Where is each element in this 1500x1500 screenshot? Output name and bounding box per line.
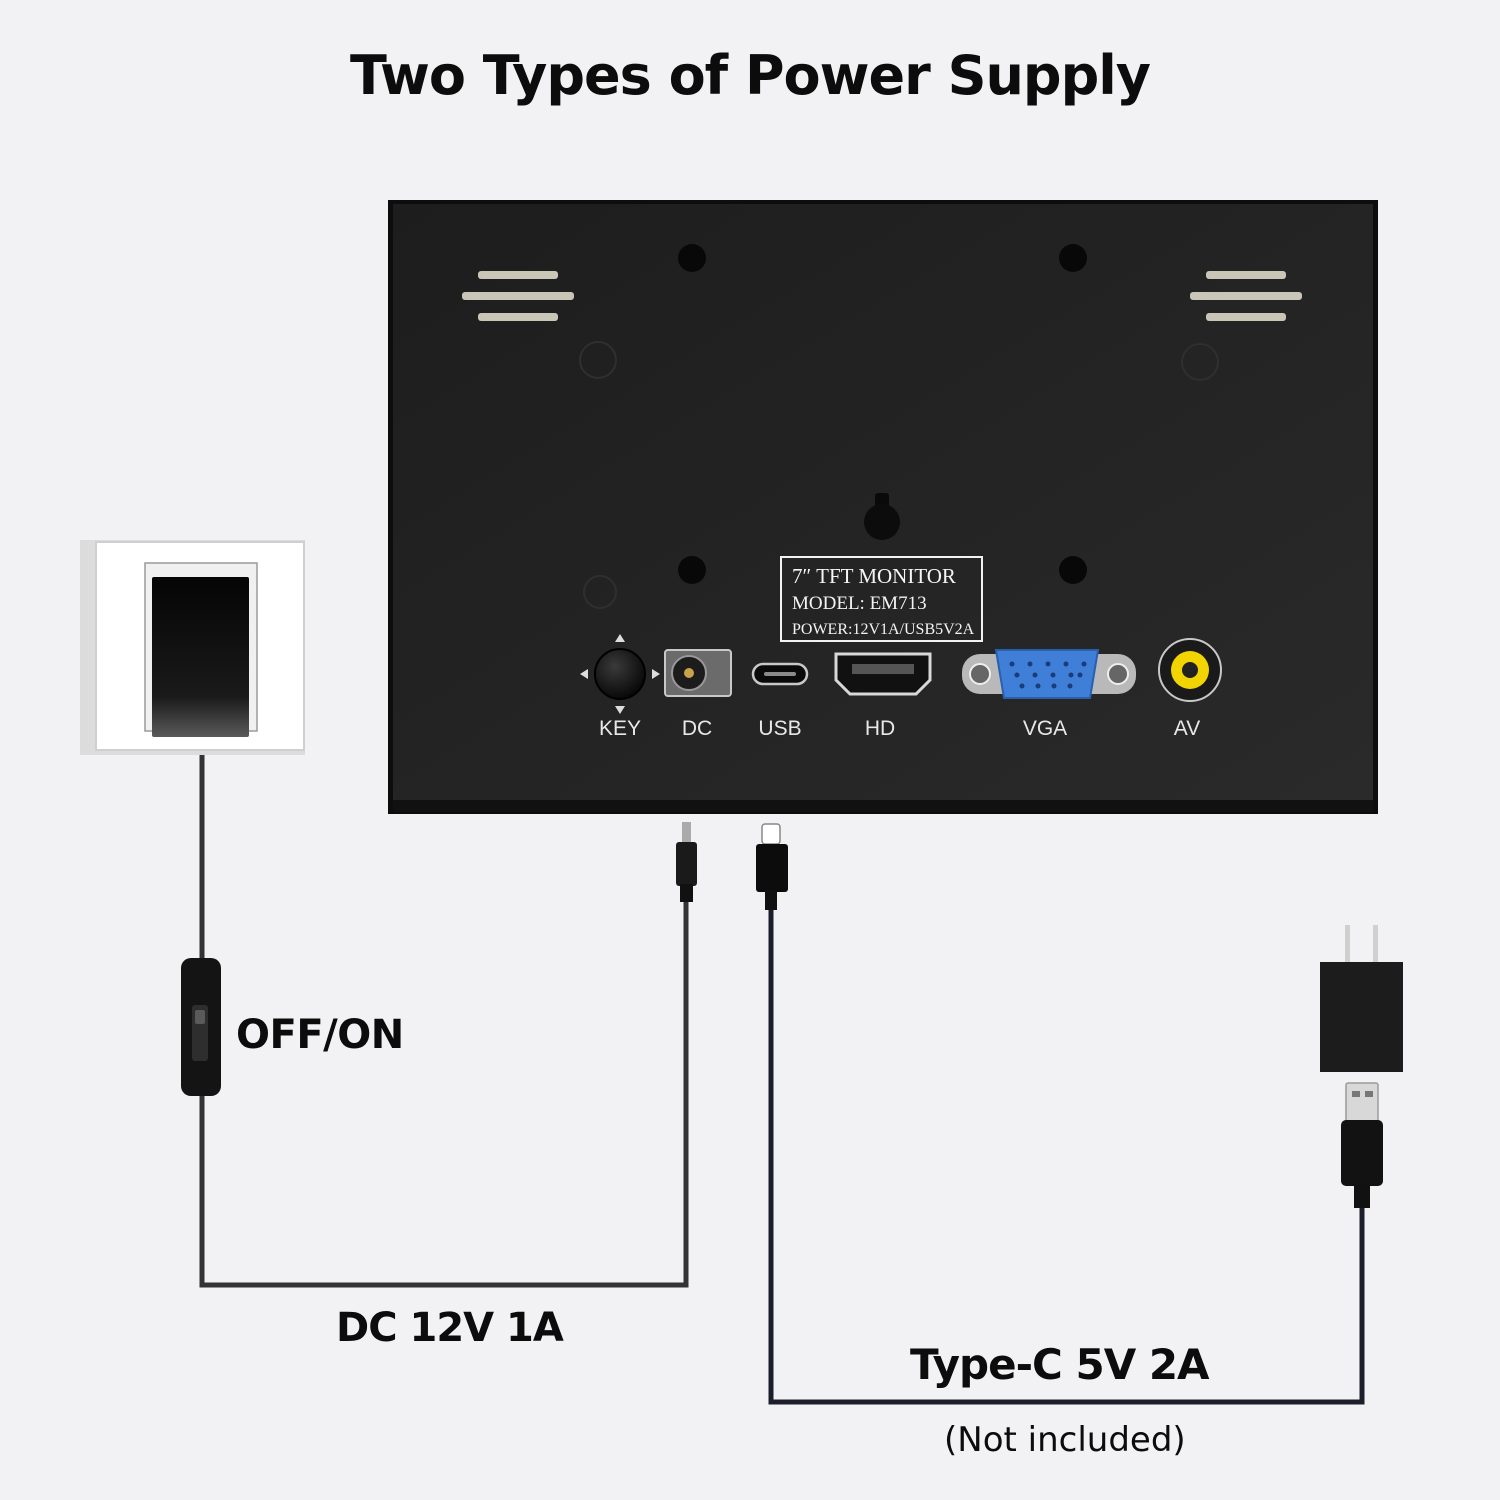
label-line-2: MODEL: EM713 xyxy=(792,593,927,614)
rocker-switch-icon xyxy=(181,958,221,1096)
dc-supply-label: DC 12V 1A xyxy=(336,1305,564,1351)
typec-cable xyxy=(768,908,1365,1405)
hdmi-port xyxy=(834,652,932,696)
usb-a-plug-icon xyxy=(1341,1082,1383,1208)
screw-holes xyxy=(678,244,1087,584)
dc-jack-port xyxy=(664,649,732,697)
usb-c-port xyxy=(751,662,809,686)
port-label-usb: USB xyxy=(758,717,801,740)
key-joystick xyxy=(580,634,660,714)
typec-supply-label: Type-C 5V 2A xyxy=(910,1340,1210,1389)
monitor-back-panel: 7″ TFT MONITOR MODEL: EM713 POWER:12V1A/… xyxy=(388,200,1378,814)
model-label-plate: 7″ TFT MONITOR MODEL: EM713 POWER:12V1A/… xyxy=(780,556,983,642)
port-label-dc: DC xyxy=(682,717,712,740)
cables xyxy=(199,738,1365,1405)
port-label-av: AV xyxy=(1174,717,1200,740)
wall-socket-icon xyxy=(80,540,305,755)
vent-right xyxy=(1190,271,1302,321)
port-label-key: KEY xyxy=(599,717,641,740)
label-line-1: 7″ TFT MONITOR xyxy=(792,564,956,588)
center-knob xyxy=(864,493,900,540)
hex-marks xyxy=(579,341,1219,609)
power-adapter-icon xyxy=(1320,925,1403,1072)
vent-left xyxy=(462,271,574,321)
port-label-hd: HD xyxy=(865,717,895,740)
port-label-vga: VGA xyxy=(1023,717,1067,740)
usb-c-plug-icon xyxy=(756,823,788,910)
typec-note: (Not included) xyxy=(944,1420,1186,1460)
vga-port xyxy=(962,649,1136,699)
page-title: Two Types of Power Supply xyxy=(350,44,1151,107)
av-port xyxy=(1158,638,1222,702)
label-line-3: POWER:12V1A/USB5V2A xyxy=(792,621,975,638)
switch-label: OFF/ON xyxy=(236,1012,404,1058)
dc-plug-icon xyxy=(676,822,697,902)
